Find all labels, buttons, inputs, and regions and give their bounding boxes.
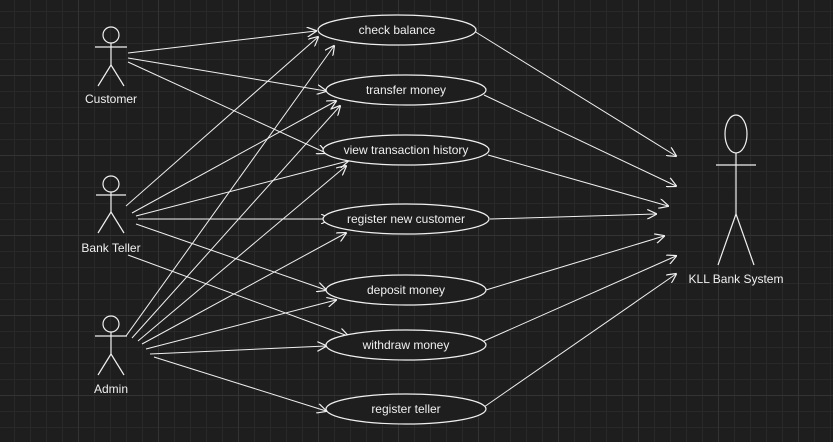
actor-label-bank-teller: Bank Teller [81,241,140,255]
association-admin-view-history [137,166,346,342]
association-admin-withdraw-money [149,346,326,355]
stick-figure-icon [96,175,126,234]
system-associations [473,30,676,408]
association-view-history-system [487,154,668,206]
association-register-customer-system [489,214,656,220]
association-admin-transfer-money [131,106,340,339]
use-case-withdraw-money[interactable]: withdraw money [325,329,487,361]
association-withdraw-money-system [483,256,676,342]
use-case-register-new-customer[interactable]: register new customer [322,203,490,235]
association-transfer-money-system [483,94,676,186]
use-case-label: check balance [359,23,436,37]
use-case-label: deposit money [367,283,445,297]
association-admin-register-teller [153,356,326,411]
use-case-ellipse [325,74,487,106]
association-teller-check-balance [125,37,318,207]
use-case-deposit-money[interactable]: deposit money [325,274,487,306]
association-admin-check-balance [125,46,334,337]
association-teller-deposit-money [135,223,326,290]
actor-label-admin: Admin [94,382,128,396]
association-admin-deposit-money [145,300,336,350]
use-case-ellipse [317,14,477,46]
actor-customer[interactable]: Customer [85,26,137,106]
use-case-ellipse [325,393,487,425]
use-case-label: register new customer [347,212,465,226]
association-customer-check-balance [127,31,316,54]
stick-figure-icon [95,26,127,87]
use-case-label: view transaction history [344,143,469,157]
association-register-teller-system [483,274,676,408]
association-teller-withdraw-money [127,254,348,336]
use-case-register-teller[interactable]: register teller [325,393,487,425]
actor-bank-teller[interactable]: Bank Teller [81,175,141,255]
use-case-check-balance[interactable]: check balance [317,14,477,46]
stick-figure-icon [95,315,127,376]
association-teller-transfer-money [131,101,336,214]
use-case-label: register teller [371,402,440,416]
association-check-balance-system [473,30,676,156]
actor-label-kll-bank-system: KLL Bank System [689,272,784,286]
association-customer-view-history [127,61,326,153]
use-case-ellipse [325,329,487,361]
use-case-label: transfer money [366,83,446,97]
association-admin-register-customer [141,233,346,345]
actor-associations [125,31,348,411]
use-case-ellipse [322,134,490,166]
actor-kll-bank-system[interactable]: KLL Bank System [689,114,784,286]
use-case-transfer-money[interactable]: transfer money [325,74,487,106]
use-case-ellipse [322,203,490,235]
association-customer-transfer-money [127,57,326,91]
association-deposit-money-system [485,236,664,291]
association-teller-view-history [135,161,348,217]
use-case-label: withdraw money [362,338,450,352]
stick-figure-icon [716,114,756,266]
actor-admin[interactable]: Admin [94,315,128,396]
actor-label-customer: Customer [85,92,137,106]
use-case-view-transaction-history[interactable]: view transaction history [322,134,490,166]
use-case-ellipse [325,274,487,306]
